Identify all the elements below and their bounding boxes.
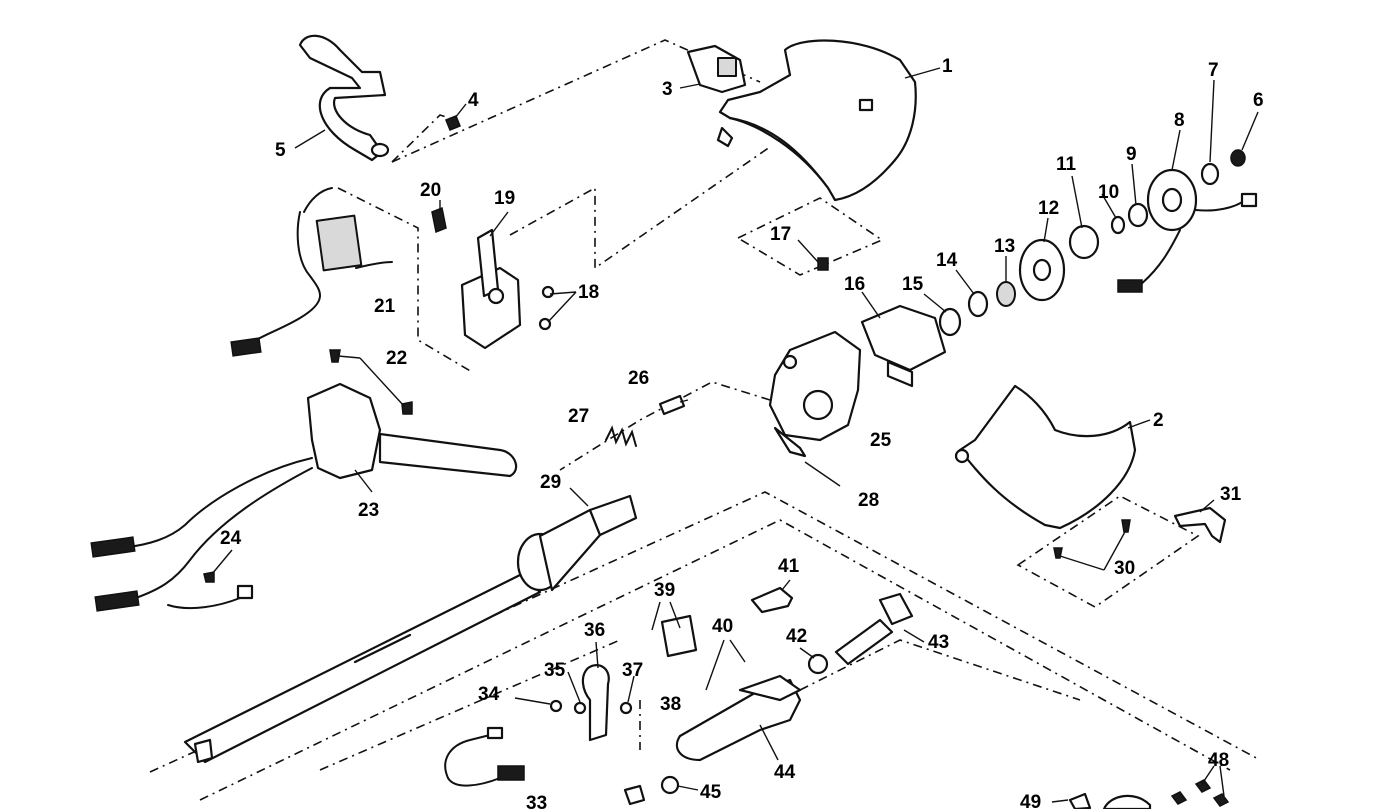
callout-35: 35 (544, 660, 566, 681)
callout-24: 24 (220, 528, 242, 549)
small-screws (203, 115, 1131, 583)
callout-11: 11 (1056, 154, 1077, 175)
switch-assembly-part (431, 206, 555, 350)
callout-41: 41 (778, 556, 800, 577)
callout-22: 22 (386, 348, 407, 369)
callout-8: 8 (1174, 110, 1185, 131)
callout-34: 34 (478, 684, 500, 705)
callout-42: 42 (786, 626, 807, 647)
callout-36: 36 (584, 620, 605, 641)
steering-shaft-part (183, 494, 638, 764)
callout-16: 16 (844, 274, 865, 295)
callout-19: 19 (494, 188, 515, 209)
callout-25: 25 (870, 430, 892, 451)
callout-18: 18 (578, 282, 599, 303)
callout-13: 13 (994, 236, 1015, 257)
clip-part (1173, 506, 1227, 544)
pins-and-spring (605, 394, 841, 487)
callout-2: 2 (1153, 410, 1164, 431)
callout-40: 40 (712, 616, 733, 637)
callout-3: 3 (662, 79, 673, 100)
callout-30: 30 (1114, 558, 1135, 579)
callout-27: 27 (568, 406, 589, 427)
callout-17: 17 (770, 224, 791, 245)
lower-tilt-parts (444, 586, 914, 806)
callout-31: 31 (1220, 484, 1242, 505)
callout-33: 33 (526, 793, 547, 809)
column-housing-part (768, 330, 862, 458)
callout-7: 7 (1208, 60, 1219, 81)
module-harness-part (230, 187, 393, 357)
callout-44: 44 (774, 762, 796, 783)
callout-45: 45 (700, 782, 722, 803)
callout-4: 4 (468, 90, 479, 111)
callout-15: 15 (902, 274, 924, 295)
callout-29: 29 (540, 472, 561, 493)
callout-1: 1 (942, 56, 953, 77)
callout-39: 39 (654, 580, 675, 601)
callout-14: 14 (936, 250, 958, 271)
callout-48: 48 (1208, 750, 1229, 771)
lower-shroud-part (954, 384, 1137, 530)
callout-9: 9 (1126, 144, 1137, 165)
callout-5: 5 (275, 140, 286, 161)
callout-28: 28 (858, 490, 879, 511)
callout-49: 49 (1020, 792, 1041, 809)
callout-20: 20 (420, 180, 441, 201)
callout-12: 12 (1038, 198, 1059, 219)
bottom-right-parts (1068, 779, 1230, 809)
callout-6: 6 (1253, 90, 1264, 111)
leader-lines (211, 67, 1259, 803)
lock-knob-part (686, 44, 747, 94)
callout-43: 43 (928, 632, 949, 653)
callout-26: 26 (628, 368, 649, 389)
tilt-lever-part (298, 34, 390, 162)
multifunction-switch-part (90, 382, 518, 612)
lock-module-parts (860, 149, 1258, 388)
callout-labels: 1 2 3 4 5 6 7 8 9 10 11 12 13 14 15 16 1… (220, 56, 1264, 809)
upper-shroud-part (716, 39, 917, 202)
callout-23: 23 (358, 500, 379, 521)
callout-21: 21 (374, 296, 396, 317)
callout-10: 10 (1098, 182, 1119, 203)
callout-38: 38 (660, 694, 681, 715)
callout-37: 37 (622, 660, 643, 681)
